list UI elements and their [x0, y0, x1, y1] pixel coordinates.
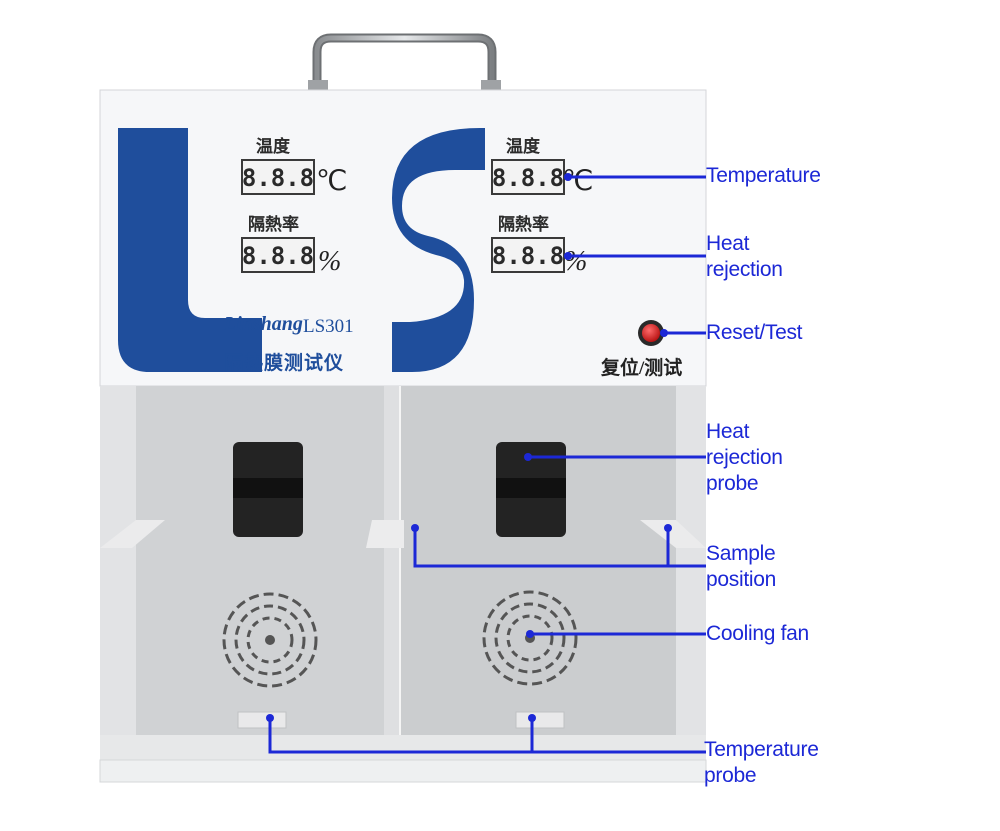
ch1-rate-unit: %: [318, 246, 341, 277]
ch1-rate-label: 隔熱率: [248, 214, 299, 234]
callout-temperature-probe: Temperature probe: [704, 738, 819, 787]
model-text: LS301: [303, 316, 354, 337]
callout-heat-rejection: Heat rejection: [706, 232, 783, 281]
reset-button[interactable]: [642, 324, 660, 342]
heat-rejection-probe-right: [496, 442, 566, 537]
ch1-temp-readout: 8.8.8: [242, 164, 314, 192]
callout-reset-test: Reset/Test: [706, 321, 803, 344]
brand-letter-s: [392, 127, 485, 372]
ch1-temp-unit: ℃: [316, 166, 347, 197]
callout-leaders: [266, 173, 706, 754]
carry-handle: [308, 33, 501, 92]
temperature-probe-right: [515, 711, 565, 729]
ch2-rate-display: [491, 237, 565, 273]
ch1-temp-display: [241, 159, 315, 195]
ch1-rate-readout: 8.8.8: [242, 242, 314, 270]
ch2-temp-label: 温度: [506, 136, 541, 156]
callout-heat-rejection-probe: Heat rejection probe: [706, 420, 783, 495]
temperature-probe-left: [237, 711, 287, 729]
brand-logo-text: Linshang: [223, 313, 303, 335]
channel-2-display-group: 温度 8.8.8 ℃ 隔熱率 8.8.8 %: [491, 136, 593, 277]
reset-button-label: 复位/测试: [600, 356, 682, 379]
test-chambers: [99, 386, 707, 783]
brand-letter-l: [118, 128, 262, 372]
ch2-rate-unit: %: [564, 246, 587, 277]
channel-1-display-group: 温度 8.8.8 ℃ 隔熱率 8.8.8 %: [241, 136, 347, 277]
cooling-fan-left: [222, 592, 318, 688]
ch2-temp-readout: 8.8.8: [492, 164, 564, 192]
ch2-rate-label: 隔熱率: [498, 214, 549, 234]
ch1-rate-display: [241, 237, 315, 273]
ch2-temp-display: [491, 159, 565, 195]
heat-rejection-probe-left: [233, 442, 303, 537]
callout-sample-position: Sample position: [706, 542, 776, 591]
product-name: 隔热膜测试仪: [224, 351, 344, 374]
callout-cooling-fan: Cooling fan: [706, 622, 809, 645]
callout-temperature: Temperature: [706, 164, 821, 187]
ch2-rate-readout: 8.8.8: [492, 242, 564, 270]
ch2-temp-unit: ℃: [562, 166, 593, 197]
ch1-temp-label: 温度: [256, 136, 291, 156]
